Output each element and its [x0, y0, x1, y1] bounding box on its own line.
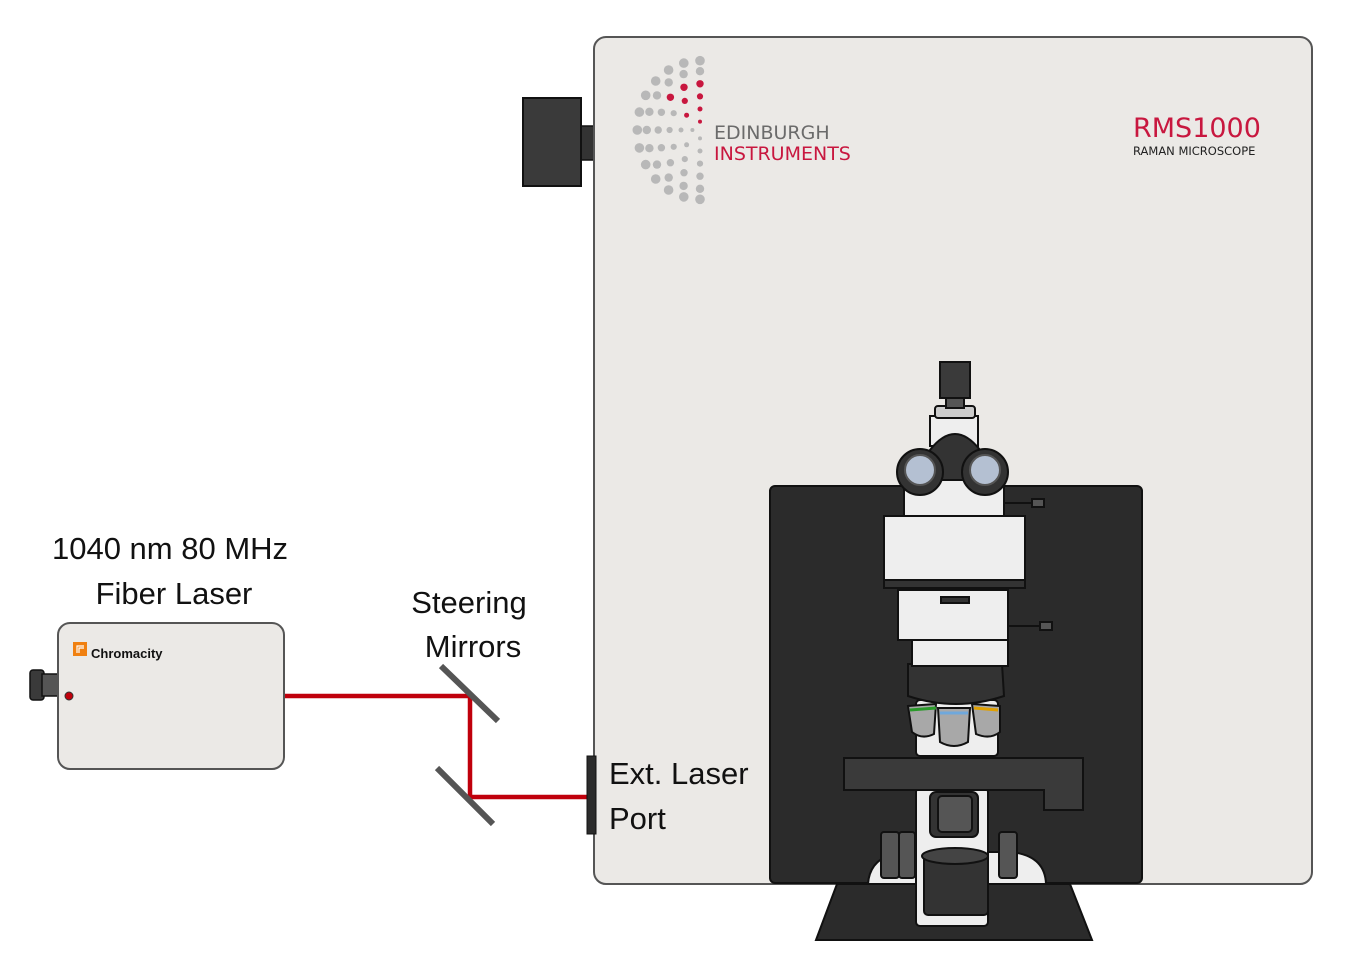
model-name: RMS1000 [1133, 113, 1261, 144]
logo-dot [679, 69, 688, 79]
focus-knob-right [998, 831, 1018, 879]
eyepiece-left-lens [904, 454, 936, 486]
chromacity-logo-icon [73, 642, 87, 656]
port-label-line1: Ext. Laser [609, 756, 749, 791]
logo-dot [679, 192, 689, 202]
logo-dot [652, 91, 662, 100]
logo-dot [696, 160, 704, 167]
logo-dot [663, 185, 674, 195]
logo-dot [664, 173, 673, 182]
eyepiece-right-lens [969, 454, 1001, 486]
logo-dot [650, 76, 661, 86]
logo-dot [663, 65, 674, 75]
focus-knob-left-inner [898, 831, 916, 879]
logo-dot [696, 93, 704, 100]
logo-dot [690, 128, 695, 132]
logo-dot [666, 126, 673, 134]
laser-indicator-light [64, 691, 74, 701]
logo-dot [679, 181, 688, 191]
camera-adaptor-neck [945, 397, 965, 409]
side-detector-body [522, 97, 582, 187]
objective-left [906, 702, 938, 738]
lever-right-lower-knob [1039, 621, 1053, 631]
condenser-top [937, 795, 973, 833]
company-name-line1: EDINBURGH [714, 122, 830, 144]
microscope-stage [843, 757, 1084, 811]
logo-dot [695, 55, 705, 66]
laser-title-line1: 1040 nm 80 MHz [52, 531, 288, 566]
microscope [814, 361, 1094, 941]
logo-dot [664, 78, 673, 87]
logo-dot [698, 119, 702, 124]
logo-dot [681, 97, 688, 104]
focus-knob-left [880, 831, 900, 879]
logo-dot [679, 58, 689, 68]
logo-dot [698, 136, 702, 141]
steering-mirror-upper [438, 663, 501, 724]
logo-dot [684, 142, 690, 148]
logo-dot [632, 125, 643, 135]
microscope-camera [939, 361, 971, 399]
logo-dot [652, 160, 662, 169]
laser-output-connector-neck [41, 673, 59, 697]
logo-dot [684, 112, 690, 118]
logo-dot [695, 184, 705, 193]
fiber-laser: Chromacity [29, 622, 285, 770]
mirrors-label-line2: Mirrors [425, 629, 521, 664]
logo-dot [645, 107, 654, 117]
edinburgh-logo-icon [632, 55, 705, 205]
logo-dot [640, 159, 651, 170]
chromacity-logo-mark [76, 645, 84, 653]
logo-dot [696, 80, 704, 88]
laser-beam-path [284, 693, 588, 800]
logo-dot [697, 148, 703, 154]
logo-dot [654, 126, 662, 134]
logo-dot [670, 110, 677, 117]
laser-brand: Chromacity [91, 646, 163, 661]
steering-mirror-lower [434, 765, 496, 827]
logo-dot [650, 174, 661, 184]
filter-bar [883, 579, 1026, 589]
laser-housing [57, 622, 285, 770]
mirrors-label-line1: Steering [411, 585, 526, 620]
logo-dot [680, 169, 688, 177]
logo-dot [696, 172, 704, 180]
lamp-top [921, 847, 989, 865]
objective-center [936, 707, 972, 747]
body-slot [940, 596, 970, 604]
logo-dot [666, 93, 675, 102]
logo-dot [645, 144, 654, 153]
company-name-line2: INSTRUMENTS [714, 143, 851, 165]
logo-dot [695, 67, 705, 76]
logo-dot [642, 125, 651, 135]
nosepiece-turret [907, 663, 1006, 705]
objective-right [970, 702, 1001, 738]
logo-dot [680, 83, 688, 92]
logo-dot [634, 107, 645, 117]
logo-dot [697, 106, 703, 112]
objective-left-ring [909, 706, 937, 712]
logo-dot [634, 143, 645, 153]
logo-dot [695, 194, 705, 205]
logo-dot [657, 144, 666, 152]
model-subtitle: RAMAN MICROSCOPE [1133, 144, 1255, 158]
logo-dot [666, 159, 675, 167]
logo-dot [678, 127, 684, 133]
laser-title-line2: Fiber Laser [96, 576, 253, 611]
raman-instrument: EDINBURGH INSTRUMENTS RMS1000 RAMAN MICR… [522, 36, 1313, 941]
logo-dot [657, 108, 666, 117]
microscope-upper-body [883, 515, 1026, 581]
objective-right-ring [973, 706, 999, 712]
logo-dot [640, 90, 651, 101]
logo-dot [681, 156, 688, 163]
port-label-line2: Port [609, 801, 666, 836]
external-laser-port [586, 755, 597, 835]
lever-right-upper-knob [1031, 498, 1045, 508]
logo-dot [670, 143, 677, 150]
